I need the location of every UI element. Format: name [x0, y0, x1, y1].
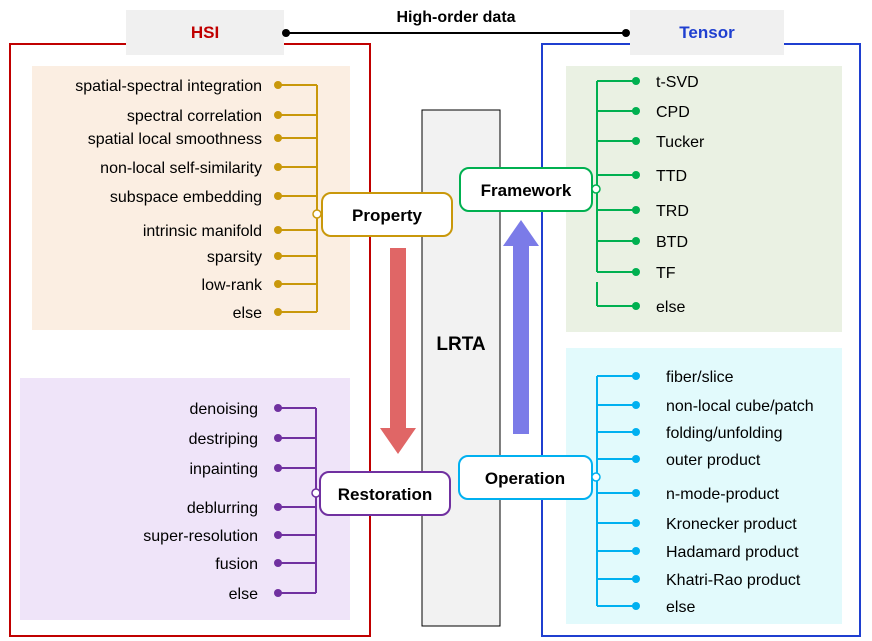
framework-item: else [656, 299, 685, 316]
restoration-items: denoising destriping inpainting deblurri… [143, 401, 258, 603]
restoration-item: destriping [189, 431, 258, 448]
property-node [321, 192, 453, 237]
operation-item: outer product [666, 452, 761, 469]
property-items: spatial-spectral integration spectral co… [75, 78, 263, 322]
restoration-item: denoising [190, 401, 259, 418]
framework-item: CPD [656, 104, 690, 121]
restoration-item: super-resolution [143, 528, 258, 545]
restoration-node-label: Restoration [338, 485, 432, 504]
restoration-branch [278, 407, 317, 594]
restoration-panel [20, 378, 350, 620]
property-item: intrinsic manifold [143, 223, 262, 240]
operation-item: Khatri-Rao product [666, 572, 801, 589]
property-item: spectral correlation [127, 108, 262, 125]
operation-item: Hadamard product [666, 544, 799, 561]
property-node-label: Property [352, 206, 422, 225]
property-item: non-local self-similarity [100, 160, 262, 177]
operation-node-label: Operation [485, 469, 565, 488]
restoration-item-dots [274, 404, 282, 597]
restoration-hub [311, 488, 321, 498]
framework-panel [566, 66, 842, 332]
framework-item: TTD [656, 168, 687, 185]
restoration-item: deblurring [187, 500, 258, 517]
property-item: subspace embedding [110, 189, 262, 206]
framework-hub [591, 184, 601, 194]
property-item: spatial-spectral integration [75, 78, 262, 95]
tensor-title: Tensor [679, 23, 735, 42]
operation-item: else [666, 599, 695, 616]
operation-items: fiber/slice non-local cube/patch folding… [666, 369, 814, 616]
operation-item: n-mode-product [666, 486, 780, 503]
property-hub [312, 209, 322, 219]
up-arrow [503, 220, 539, 434]
property-item: else [233, 305, 262, 322]
lrta-label: LRTA [436, 334, 486, 355]
link-dot-right [622, 29, 630, 37]
framework-item: BTD [656, 234, 688, 251]
link-dot-left [282, 29, 290, 37]
property-item: sparsity [207, 249, 262, 266]
tensor-tab [630, 10, 784, 55]
down-arrow [380, 248, 416, 454]
property-item: low-rank [202, 277, 263, 294]
framework-node-label: Framework [481, 181, 572, 200]
framework-item: TRD [656, 203, 689, 220]
framework-item: t-SVD [656, 74, 699, 91]
restoration-node [319, 471, 451, 516]
framework-items: t-SVD CPD Tucker TTD TRD BTD TF else [656, 74, 705, 316]
operation-item: non-local cube/patch [666, 398, 814, 415]
restoration-item: fusion [215, 556, 258, 573]
operation-item: fiber/slice [666, 369, 734, 386]
framework-item: Tucker [656, 134, 705, 151]
restoration-item: else [229, 586, 258, 603]
operation-item: Kronecker product [666, 516, 797, 533]
hsi-title: HSI [191, 23, 219, 42]
operation-hub [591, 472, 601, 482]
operation-item-dots [632, 372, 640, 610]
property-branch [278, 84, 318, 313]
property-item-dots [274, 81, 282, 316]
hsi-tab [126, 10, 284, 55]
framework-branch [596, 80, 636, 307]
framework-item: TF [656, 265, 676, 282]
operation-branch [596, 375, 636, 607]
restoration-item: inpainting [190, 461, 259, 478]
framework-item-dots [632, 77, 640, 310]
property-panel [32, 66, 350, 330]
property-item: spatial local smoothness [88, 131, 262, 148]
high-order-link-label: High-order data [396, 9, 515, 26]
operation-item: folding/unfolding [666, 425, 783, 442]
